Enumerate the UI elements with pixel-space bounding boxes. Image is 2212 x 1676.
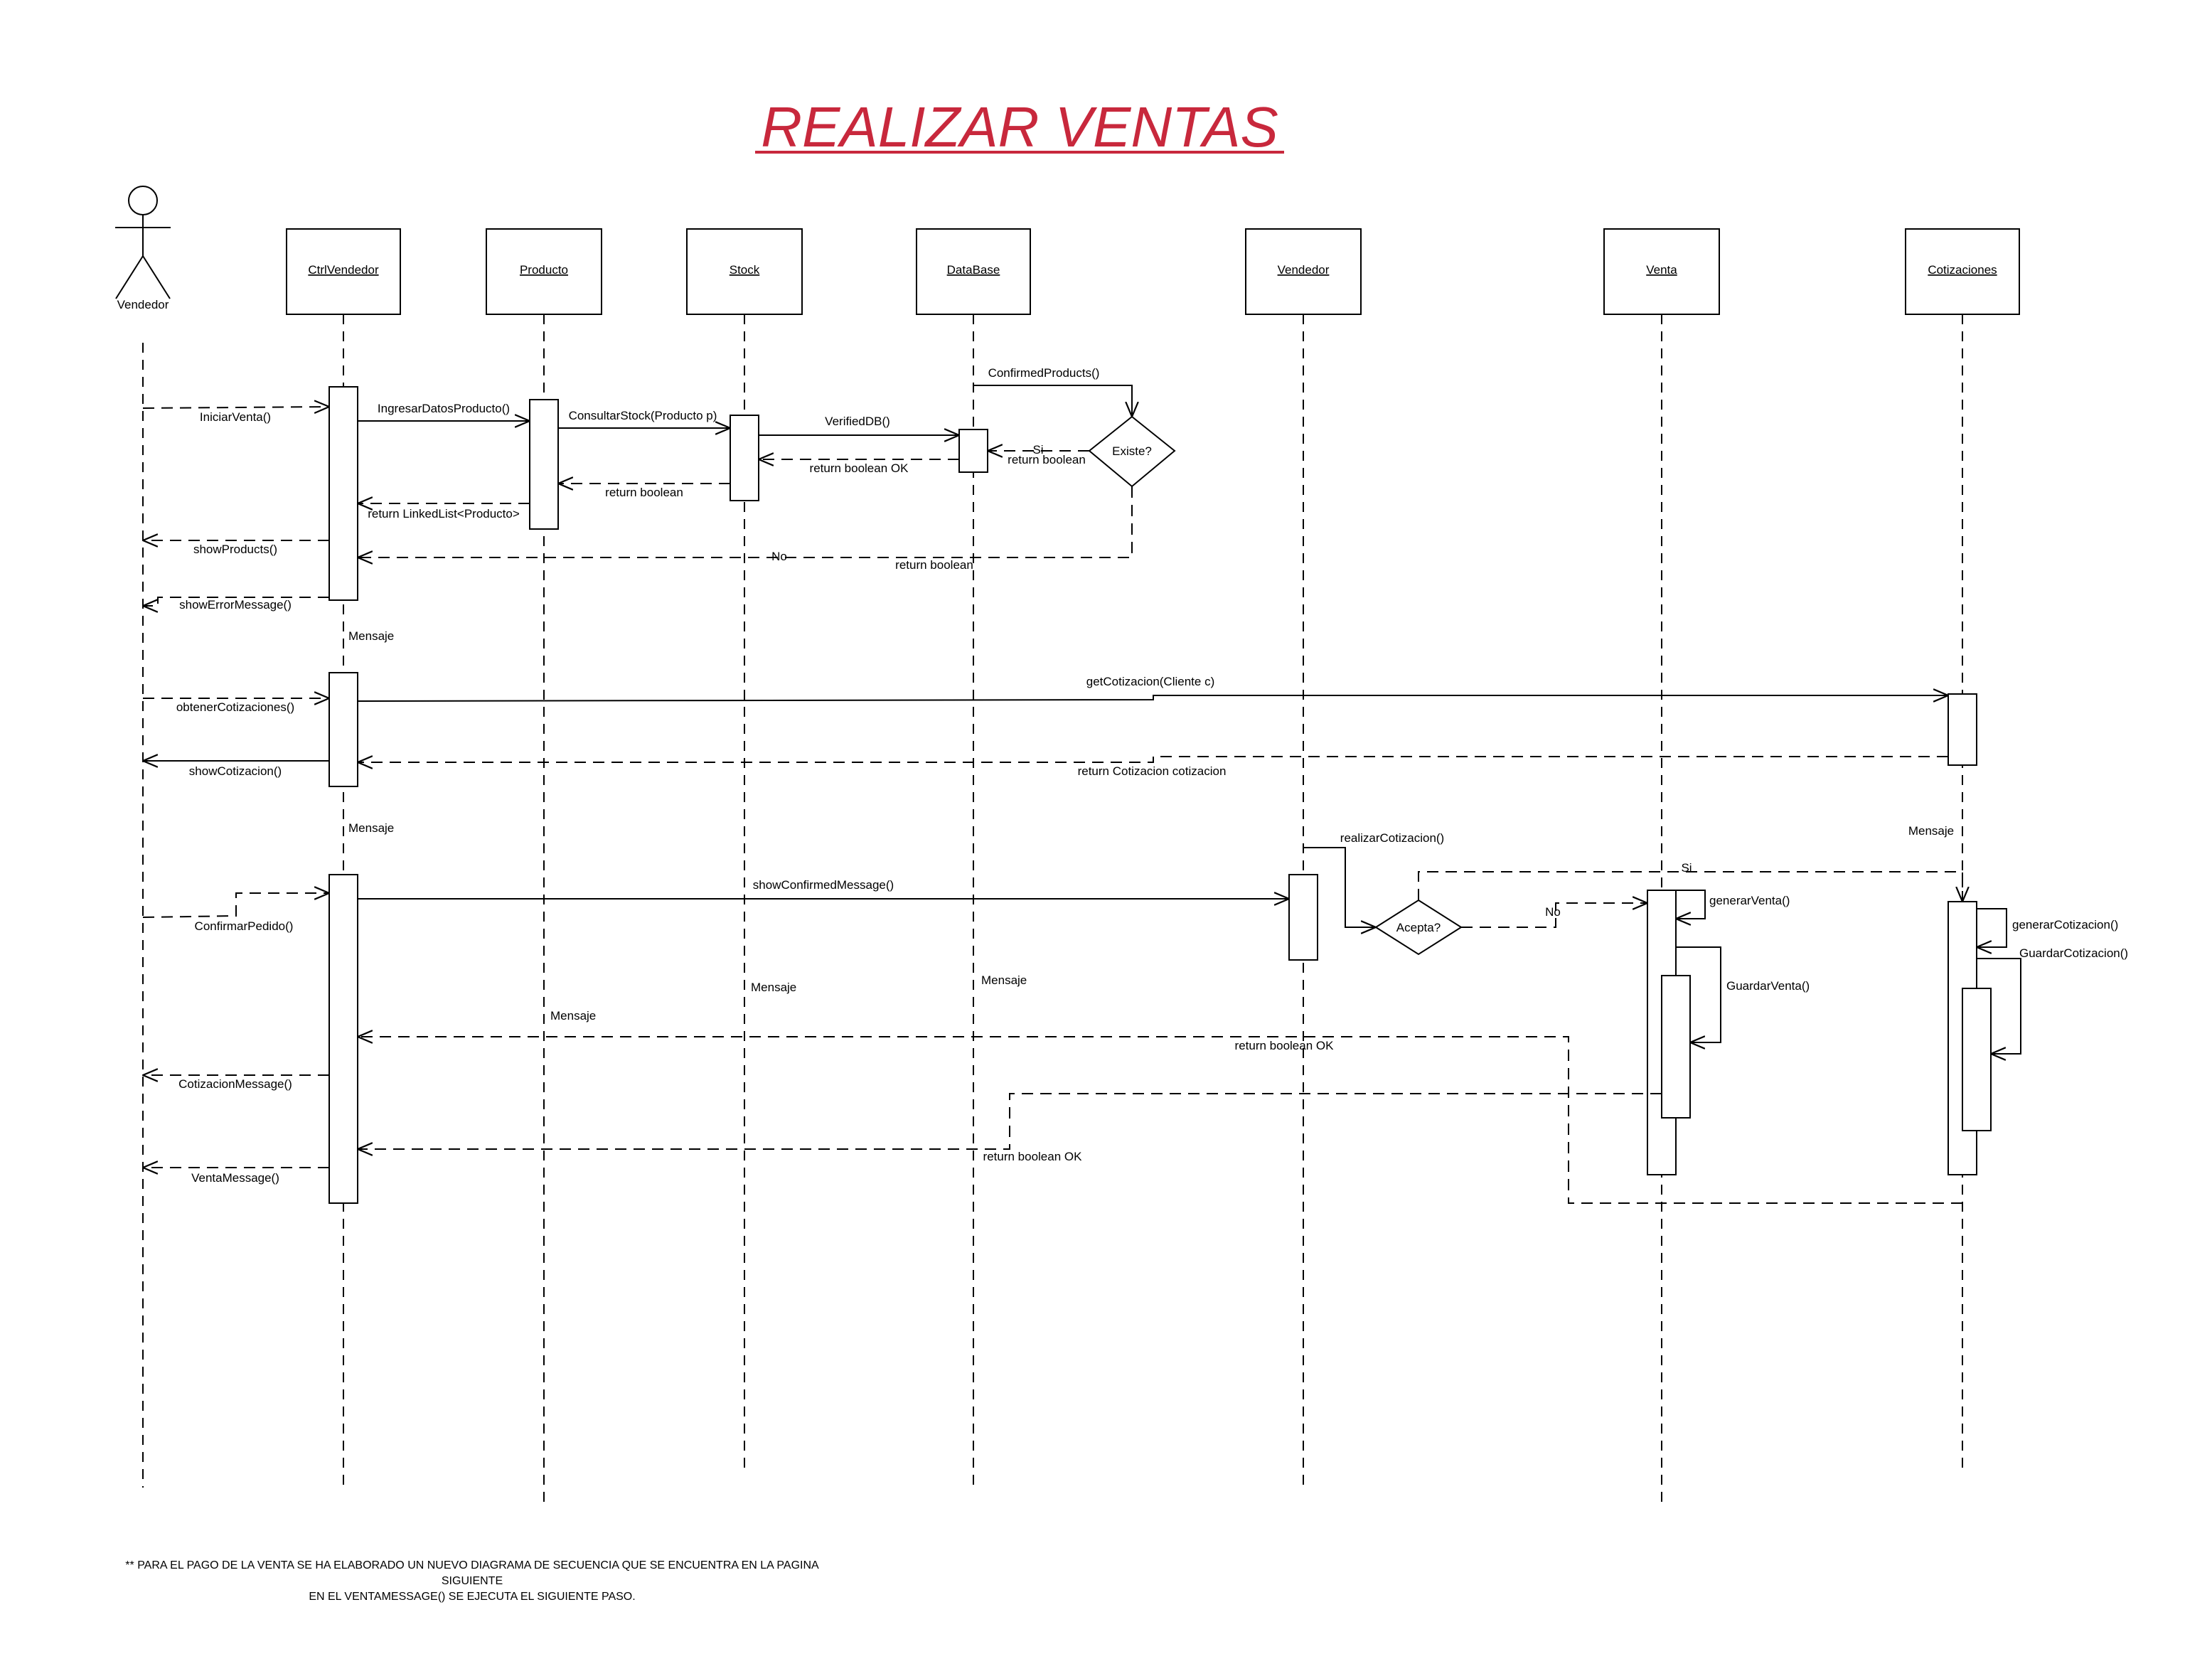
participant-venta: Venta: [1603, 228, 1720, 315]
label-show-confirmed: showConfirmedMessage(): [753, 878, 894, 892]
actor-vendedor: Vendedor: [115, 186, 171, 311]
decision-acepta: Acepta?: [1374, 899, 1463, 956]
label-show-cotizacion: showCotizacion(): [189, 764, 282, 778]
label-mensaje-5: Mensaje: [751, 981, 796, 994]
arrow-no: [358, 486, 1133, 557]
label-mensaje-4: Mensaje: [981, 973, 1027, 987]
arrow-confirmed-products: [973, 385, 1132, 417]
arrow-generar-cotizacion: [1977, 908, 2007, 947]
label-confirmed-products: ConfirmedProducts(): [988, 366, 1100, 380]
arrow-confirmar-pedido: [142, 893, 329, 918]
label-return-boolean-ok-1: return boolean OK: [810, 461, 909, 475]
lifelines: [142, 314, 1963, 1502]
participant-label: Producto: [520, 263, 568, 277]
participant-label: CtrlVendedor: [308, 263, 379, 277]
participant-label: Stock: [730, 263, 760, 277]
decision-label: Existe?: [1112, 444, 1152, 458]
label-no-1: No: [771, 550, 787, 563]
label-guardar-cotizacion: GuardarCotizacion(): [2019, 946, 2128, 960]
participant-stock: Stock: [686, 228, 803, 315]
label-verified-db: VerifiedDB(): [825, 415, 890, 428]
arrow-guardar-venta: [1676, 946, 1721, 1042]
actor-label: Vendedor: [117, 298, 169, 311]
participant-database: DataBase: [916, 228, 1031, 315]
arrow-return-cotizacion: [358, 757, 1948, 762]
footnote-line-3: EN EL VENTAMESSAGE() SE EJECUTA EL SIGUI…: [309, 1591, 635, 1603]
activation-bars: [328, 386, 1992, 1204]
label-return-linkedlist: return LinkedList<Producto>: [368, 507, 520, 521]
footnote-line-1: ** PARA EL PAGO DE LA VENTA SE HA ELABOR…: [125, 1559, 819, 1571]
label-mensaje-1: Mensaje: [348, 629, 394, 643]
arrow-no-acepta: [1461, 903, 1647, 928]
participant-label: Cotizaciones: [1928, 263, 1997, 277]
participant-vendedor: Vendedor: [1245, 228, 1362, 315]
participant-label: Vendedor: [1278, 263, 1330, 277]
decision-existe: Existe?: [1088, 415, 1176, 488]
arrow-realizar-cotizacion: [1303, 847, 1376, 927]
label-return-boolean-ok-2: return boolean OK: [1235, 1039, 1335, 1052]
label-get-cotizacion: getCotizacion(Cliente c): [1086, 675, 1214, 688]
label-return-cotizacion: return Cotizacion cotizacion: [1078, 764, 1227, 778]
label-return-boolean-1: return boolean: [1008, 453, 1086, 466]
label-si-1: Si: [1032, 443, 1043, 457]
label-obtener-cotizaciones: obtenerCotizaciones(): [176, 700, 294, 714]
decision-label: Acepta?: [1396, 921, 1441, 934]
arrow-si-acepta: [1418, 871, 1962, 902]
label-si-2: Si: [1681, 861, 1692, 875]
arrow-guardar-cotizacion: [1977, 958, 2021, 1054]
arrow-iniciar-venta: [142, 407, 329, 408]
arrow-get-cotizacion: [357, 695, 1948, 701]
participant-label: DataBase: [947, 263, 1000, 277]
label-realizar-cotizacion: realizarCotizacion(): [1340, 831, 1444, 845]
label-show-products: showProducts(): [193, 543, 277, 556]
label-consultar-stock: ConsultarStock(Producto p): [569, 409, 717, 422]
label-guardar-venta: GuardarVenta(): [1726, 979, 1810, 993]
footnote: ** PARA EL PAGO DE LA VENTA SE HA ELABOR…: [125, 1559, 819, 1603]
label-ingresar-datos: IngresarDatosProducto(): [378, 402, 510, 415]
label-mensaje-3: Mensaje: [1908, 824, 1954, 838]
arrow-generar-venta: [1676, 890, 1706, 919]
label-return-boolean-2: return boolean: [605, 486, 683, 499]
label-return-boolean-ok-3: return boolean OK: [983, 1150, 1083, 1163]
participant-producto: Producto: [486, 228, 602, 315]
participant-ctrlvendedor: CtrlVendedor: [286, 228, 401, 315]
participant-label: Venta: [1646, 263, 1677, 277]
message-arrows: [142, 385, 2021, 1204]
arrow-show-error: [143, 597, 329, 606]
label-return-boolean-3: return boolean: [895, 558, 973, 572]
label-show-error: showErrorMessage(): [179, 598, 292, 612]
label-mensaje-6: Mensaje: [550, 1009, 596, 1023]
diagram-title: REALIZAR VENTAS: [761, 95, 1278, 159]
label-venta-message: VentaMessage(): [191, 1171, 279, 1185]
label-generar-venta: generarVenta(): [1709, 894, 1790, 907]
message-labels: IniciarVenta() IngresarDatosProducto() C…: [176, 366, 2128, 1185]
participant-cotizaciones: Cotizaciones: [1905, 228, 2020, 315]
label-no-2: No: [1545, 905, 1561, 919]
arrow-return-boolean-ok-cot: [358, 1037, 1962, 1204]
label-mensaje-2: Mensaje: [348, 821, 394, 835]
label-cotizacion-message: CotizacionMessage(): [178, 1077, 292, 1091]
label-iniciar-venta: IniciarVenta(): [200, 410, 271, 424]
label-confirmar-pedido: ConfirmarPedido(): [195, 919, 294, 933]
arrow-return-boolean-ok-venta: [358, 1093, 1662, 1149]
label-generar-cotizacion: generarCotizacion(): [2012, 918, 2118, 932]
footnote-line-2: SIGUIENTE: [442, 1575, 503, 1587]
